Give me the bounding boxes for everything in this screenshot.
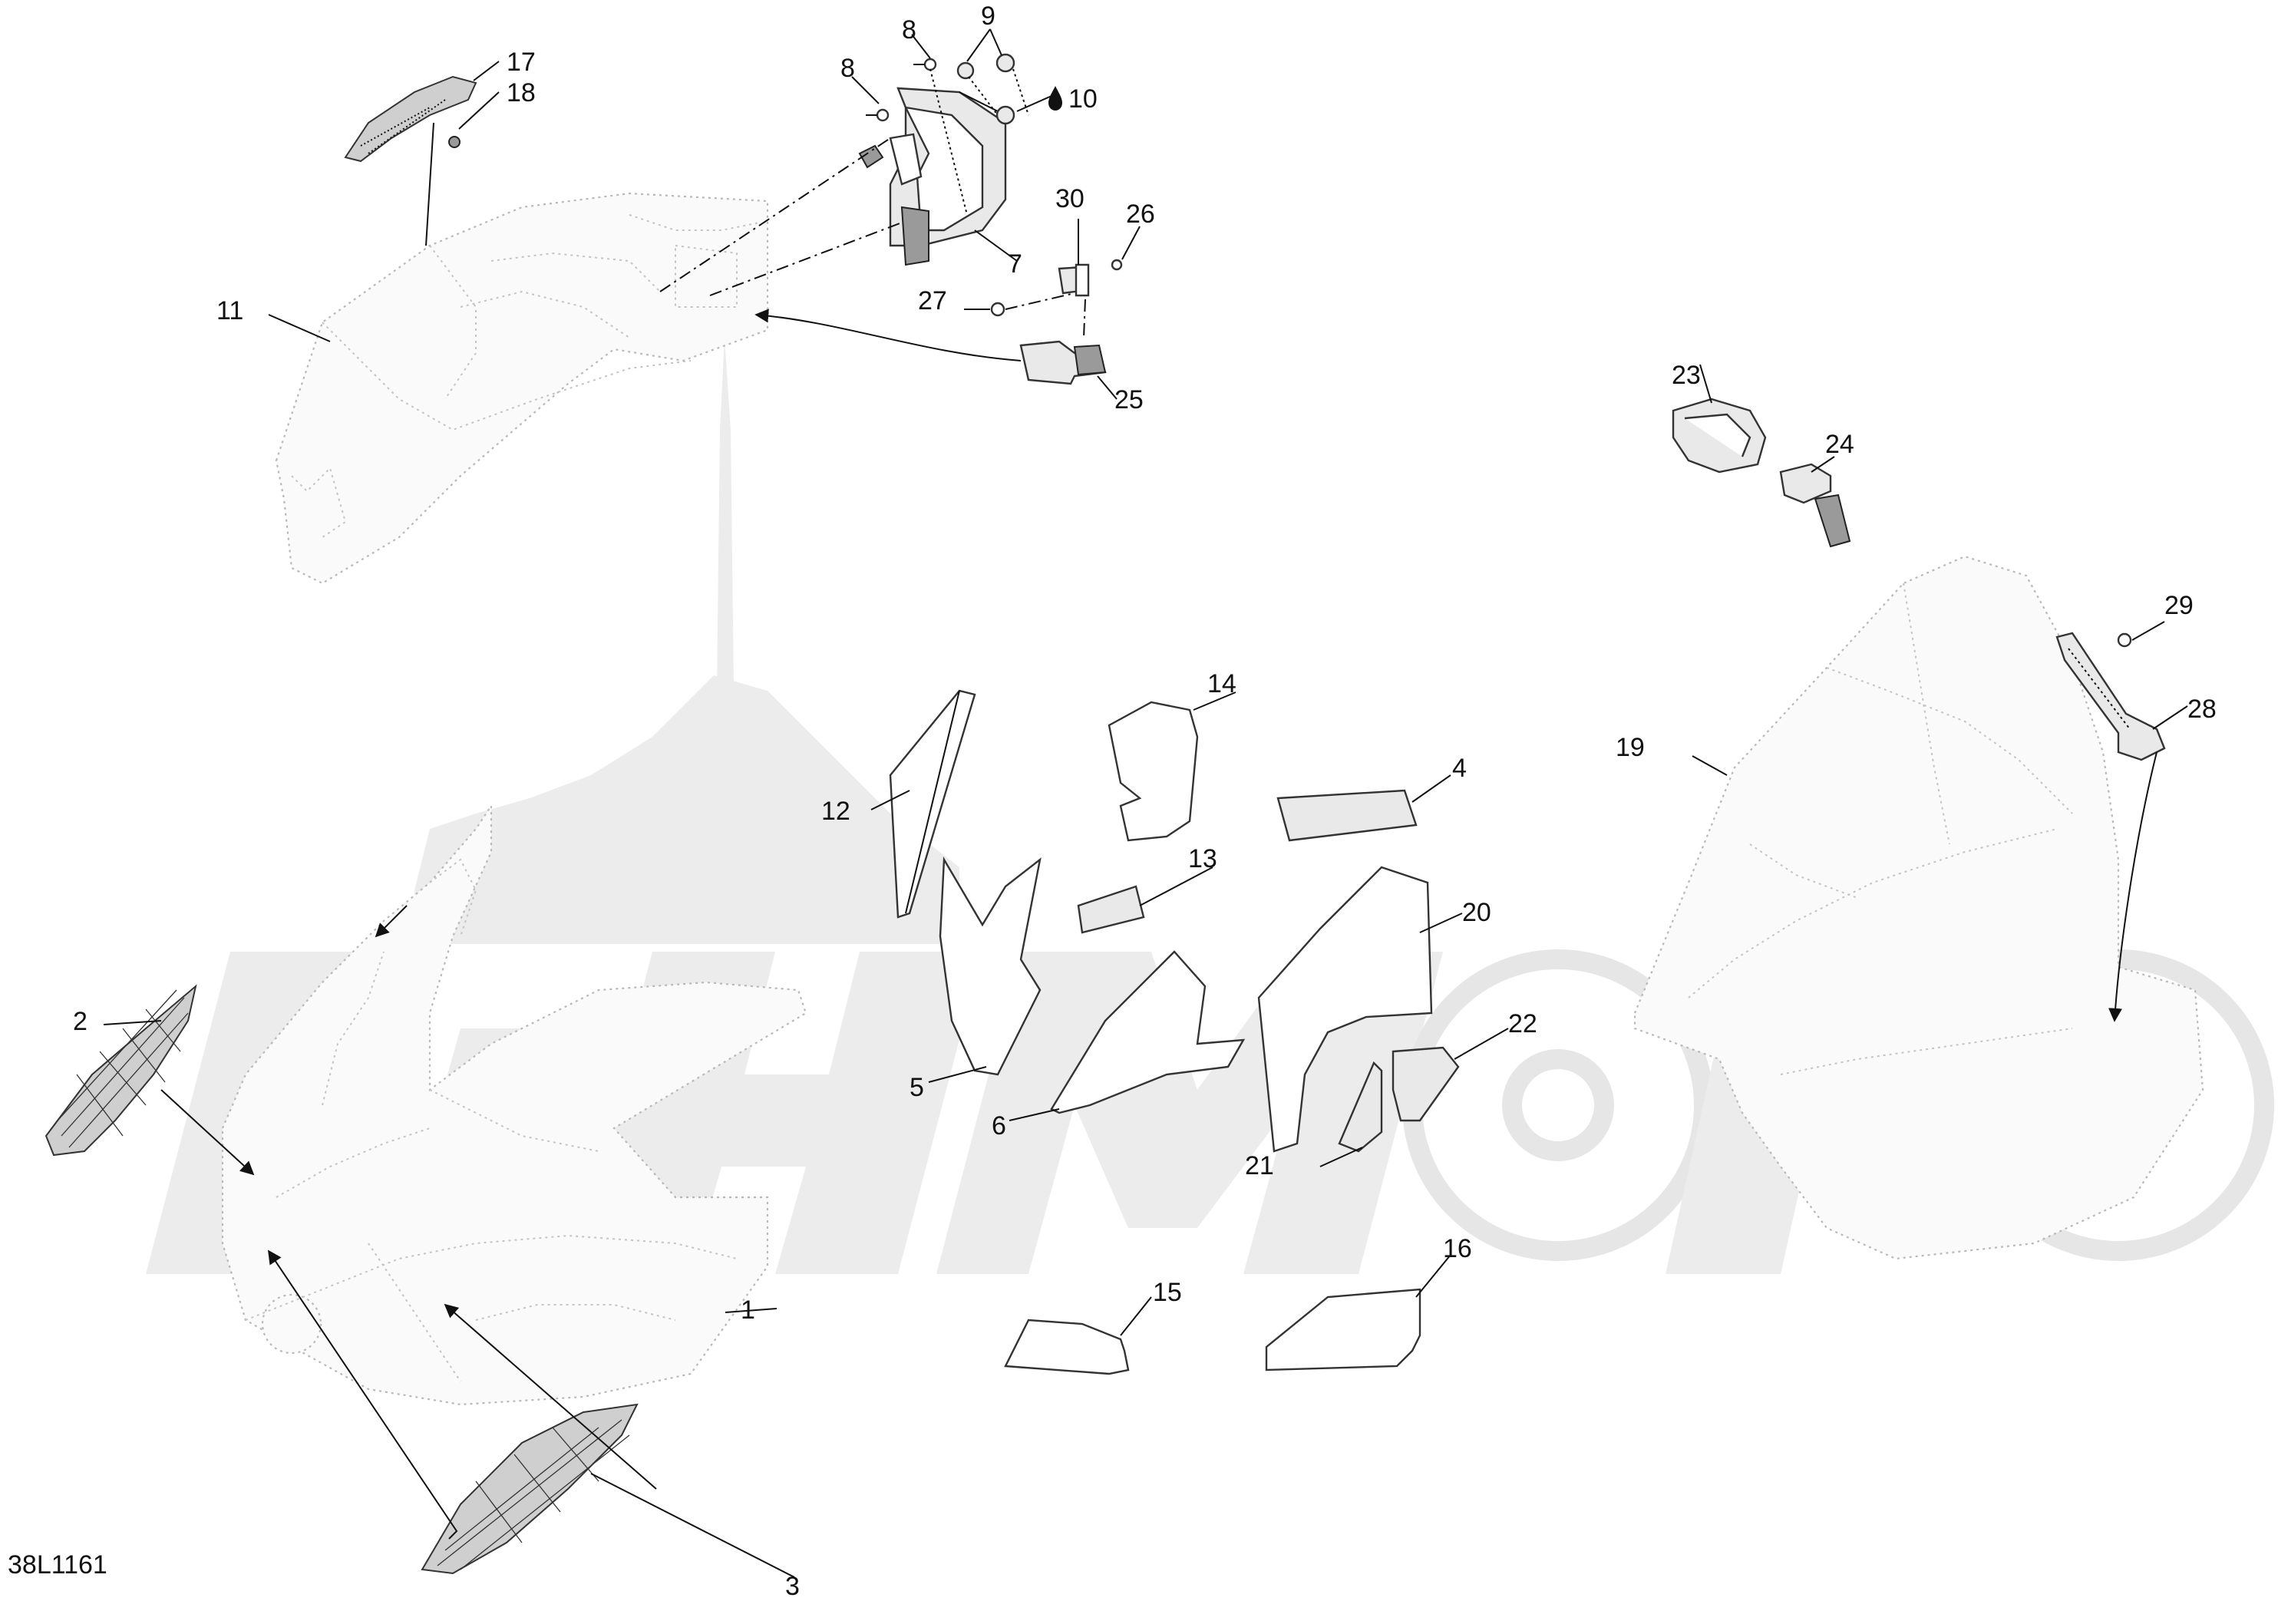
callout-9: 9: [981, 2, 995, 31]
callout-25: 25: [1114, 385, 1144, 414]
part-14-pad: [1108, 701, 1199, 842]
callout-13: 13: [1188, 844, 1217, 873]
fasteners-group: [858, 53, 1015, 169]
part-12-panel: [889, 689, 976, 919]
part-15-decal: [1004, 1319, 1130, 1375]
part-23-housing: [1672, 398, 1767, 474]
part-24-connector: [1779, 463, 1851, 548]
part-2-left-grille: [45, 984, 197, 1157]
part-4-pad: [1276, 789, 1418, 842]
part-5-panel: [939, 856, 1042, 1076]
part-26-screw: [1111, 259, 1123, 271]
part-30-clip: [1058, 263, 1090, 297]
leader-lines: [103, 28, 2188, 1578]
callout-16: 16: [1443, 1234, 1472, 1263]
part-6-panel: [1050, 950, 1246, 1114]
part-16-decal: [1265, 1288, 1421, 1371]
callout-11: 11: [216, 296, 243, 325]
callout-3: 3: [785, 1572, 800, 1601]
callout-labels: 1 2 3 4 5 6 7 8 8 9 10 11 12 13 14 15 16…: [73, 2, 2217, 1601]
callout-20: 20: [1462, 898, 1491, 927]
callout-2: 2: [73, 1007, 87, 1036]
callout-22: 22: [1508, 1009, 1537, 1038]
callout-17: 17: [507, 48, 536, 77]
part-22-pad: [1392, 1046, 1460, 1122]
part-17-trim: [344, 75, 477, 163]
part-28-strap: [2055, 632, 2166, 761]
callout-7: 7: [1008, 249, 1022, 279]
callout-1: 1: [741, 1296, 755, 1325]
callout-8-upper: 8: [902, 15, 916, 45]
part-7-light-bracket: [889, 87, 1007, 266]
part-1-lower-nose: [221, 803, 807, 1406]
callout-29: 29: [2164, 591, 2194, 620]
assembly-lines: [160, 68, 2157, 1540]
part-13-pad: [1077, 885, 1145, 934]
callout-4: 4: [1452, 754, 1467, 783]
callout-24: 24: [1825, 430, 1854, 459]
callout-21: 21: [1245, 1151, 1274, 1180]
part-29-screw: [2117, 632, 2132, 648]
callout-15: 15: [1153, 1278, 1182, 1307]
part-3-right-grille: [421, 1403, 639, 1575]
part-27-washer: [990, 302, 1005, 317]
part-25-connector: [1019, 340, 1107, 385]
callout-23: 23: [1672, 361, 1701, 390]
figure-code: 38L1161: [8, 1550, 107, 1579]
callout-18: 18: [507, 78, 536, 107]
callout-14: 14: [1207, 669, 1236, 698]
part-19-windshield: [1633, 555, 2204, 1260]
callout-8-lower: 8: [840, 54, 855, 83]
callout-12: 12: [821, 797, 850, 826]
callout-5: 5: [910, 1073, 924, 1102]
liquid-drop-icon: [1048, 86, 1062, 111]
callout-10: 10: [1068, 84, 1098, 114]
callout-28: 28: [2187, 695, 2217, 724]
callout-19: 19: [1616, 733, 1645, 762]
part-11-upper-hood: [275, 192, 769, 585]
callout-26: 26: [1126, 200, 1155, 229]
part-20-panel: [1257, 866, 1433, 1153]
callout-30: 30: [1055, 184, 1085, 213]
callout-27: 27: [918, 286, 947, 315]
callout-6: 6: [992, 1111, 1006, 1140]
